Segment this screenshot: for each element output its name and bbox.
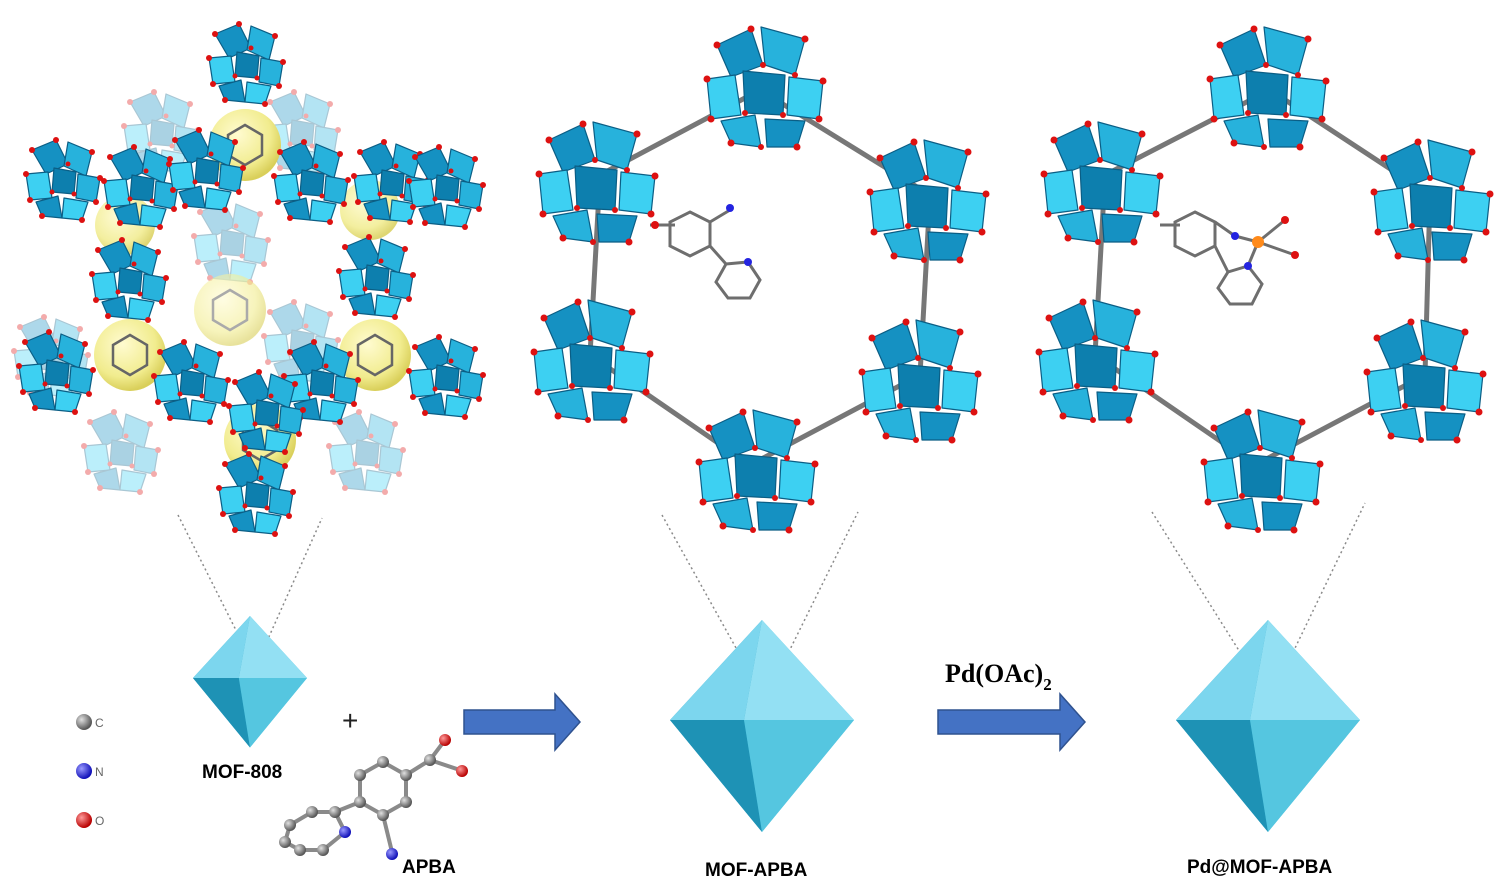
reaction-arrow-2: [937, 692, 1087, 752]
pd-mof-apba-label: Pd@MOF-APBA: [1187, 857, 1332, 878]
atom-legend: C N O: [76, 714, 104, 828]
mof-apba-crystal: [670, 620, 854, 832]
plus-sign: +: [342, 705, 358, 736]
legend-carbon-ball: [76, 714, 92, 730]
apba-molecule: [279, 734, 468, 860]
legend-carbon-label: C: [95, 716, 104, 730]
legend-nitrogen-label: N: [95, 765, 104, 779]
legend-oxygen-label: O: [95, 814, 104, 828]
reaction-arrow-1: [463, 692, 582, 752]
mof808-crystal: [192, 616, 308, 748]
legend-oxygen-ball: [76, 812, 92, 828]
mof808-framework-structure: [10, 20, 487, 538]
pd-complex-in-pore: [1160, 210, 1299, 306]
pd-mof-apba-framework-structure: [1034, 24, 1495, 535]
mof-apba-label: MOF-APBA: [705, 860, 808, 881]
reagent-label: Pd(OAc)2: [945, 659, 1052, 694]
legend-nitrogen-ball: [76, 763, 92, 779]
pd-mof-apba-crystal: [1176, 620, 1360, 832]
mof-apba-framework-structure: [529, 24, 991, 535]
apba-label: APBA: [402, 857, 456, 878]
apba-ligand-in-pore: [650, 204, 762, 300]
mof808-label: MOF-808: [202, 762, 282, 783]
